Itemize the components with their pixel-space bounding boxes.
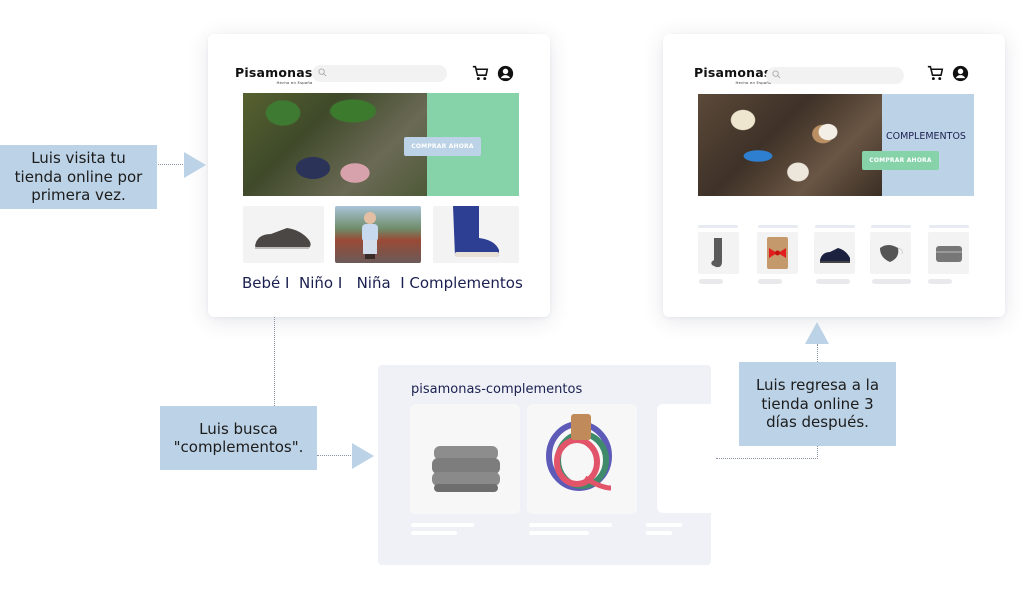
thumb-boy-on-steps[interactable] bbox=[335, 206, 421, 263]
logo-tagline: Hecho en España bbox=[276, 79, 313, 85]
placeholder-line bbox=[529, 531, 589, 535]
socks-image bbox=[432, 446, 500, 492]
store-first-visit-card: Pisamonas Hecho en España COMPRAR AHORA … bbox=[208, 34, 550, 317]
placeholder-line bbox=[698, 225, 738, 228]
result-braided-laces[interactable] bbox=[527, 404, 637, 514]
shop-now-button[interactable]: COMPRAR AHORA bbox=[404, 137, 481, 156]
placeholder-pill bbox=[816, 279, 850, 284]
laces-image bbox=[546, 414, 612, 491]
placeholder-line bbox=[815, 225, 855, 228]
complementos-panel bbox=[882, 94, 974, 196]
logo-text: Pisamonas bbox=[694, 65, 772, 80]
placeholder-line bbox=[529, 523, 612, 527]
logo-tagline: Hecho en España bbox=[735, 79, 772, 85]
user-circle-icon[interactable] bbox=[497, 65, 514, 82]
complementos-banner[interactable]: COMPLEMENTOS COMPRAR AHORA bbox=[698, 94, 974, 196]
cart-icon[interactable] bbox=[927, 65, 944, 82]
hero-photo-hair-bows bbox=[698, 94, 882, 196]
placeholder-pill bbox=[872, 279, 911, 284]
connector-line bbox=[716, 458, 818, 459]
search-icon bbox=[772, 70, 781, 79]
sock-image bbox=[711, 238, 722, 268]
placeholder-pill bbox=[928, 279, 952, 284]
store-logo[interactable]: Pisamonas Hecho en España bbox=[235, 65, 313, 85]
placeholder-pill bbox=[699, 279, 723, 284]
category-nav[interactable]: Bebé I Niño I Niña I Complementos bbox=[242, 274, 523, 292]
result-partial-card[interactable] bbox=[657, 404, 711, 513]
search-input[interactable] bbox=[766, 67, 904, 84]
rain-boot-image bbox=[453, 206, 499, 257]
logo-text: Pisamonas bbox=[235, 65, 313, 80]
product-grey-tights[interactable] bbox=[928, 232, 969, 274]
arrow-right-icon bbox=[184, 152, 206, 178]
connector-line bbox=[274, 317, 275, 406]
shop-now-button[interactable]: COMPRAR AHORA bbox=[862, 151, 939, 170]
mask-image bbox=[880, 245, 903, 262]
placeholder-line bbox=[929, 225, 969, 228]
placeholder-line bbox=[411, 523, 474, 527]
placeholder-line bbox=[411, 531, 457, 535]
callout-search: Luis busca "complementos". bbox=[160, 406, 317, 470]
placeholder-line bbox=[758, 225, 798, 228]
cart-icon[interactable] bbox=[472, 65, 489, 82]
product-red-bow[interactable] bbox=[757, 232, 798, 274]
connector-line bbox=[317, 455, 351, 456]
user-circle-icon[interactable] bbox=[952, 65, 969, 82]
banner-title: COMPLEMENTOS bbox=[886, 131, 966, 142]
callout-return: Luis regresa a la tienda online 3 días d… bbox=[739, 362, 896, 446]
bow-image bbox=[767, 237, 788, 269]
search-icon bbox=[318, 68, 327, 77]
placeholder-line bbox=[646, 523, 682, 527]
store-return-visit-card: Pisamonas Hecho en España COMPLEMENTOS C… bbox=[663, 34, 1005, 317]
connector-line bbox=[817, 344, 818, 362]
store-logo[interactable]: Pisamonas Hecho en España bbox=[694, 65, 772, 85]
search-results-panel: pisamonas-complementos bbox=[378, 365, 711, 565]
arrow-right-icon bbox=[352, 443, 374, 469]
search-input[interactable] bbox=[312, 65, 447, 82]
boy-image bbox=[362, 212, 378, 259]
product-grey-sock[interactable] bbox=[698, 232, 739, 274]
connector-line bbox=[158, 164, 183, 165]
placeholder-line bbox=[871, 225, 911, 228]
thumb-blue-rain-boot[interactable] bbox=[433, 206, 519, 263]
sneaker-image bbox=[820, 248, 850, 263]
placeholder-line bbox=[646, 531, 672, 535]
product-navy-sneaker[interactable] bbox=[814, 232, 855, 274]
product-face-mask[interactable] bbox=[870, 232, 911, 274]
connector-line bbox=[817, 446, 818, 459]
result-grey-socks[interactable] bbox=[410, 404, 520, 514]
results-title: pisamonas-complementos bbox=[411, 382, 583, 397]
tights-image bbox=[936, 246, 962, 262]
sneaker-image bbox=[255, 228, 311, 249]
hero-photo-kids-shoes bbox=[243, 93, 427, 196]
hero-banner[interactable]: COMPRAR AHORA bbox=[243, 93, 519, 196]
arrow-up-icon bbox=[805, 322, 829, 344]
thumb-grey-sneaker[interactable] bbox=[243, 206, 324, 263]
placeholder-pill bbox=[758, 279, 782, 284]
callout-first-visit: Luis visita tu tienda online por primera… bbox=[0, 145, 157, 209]
